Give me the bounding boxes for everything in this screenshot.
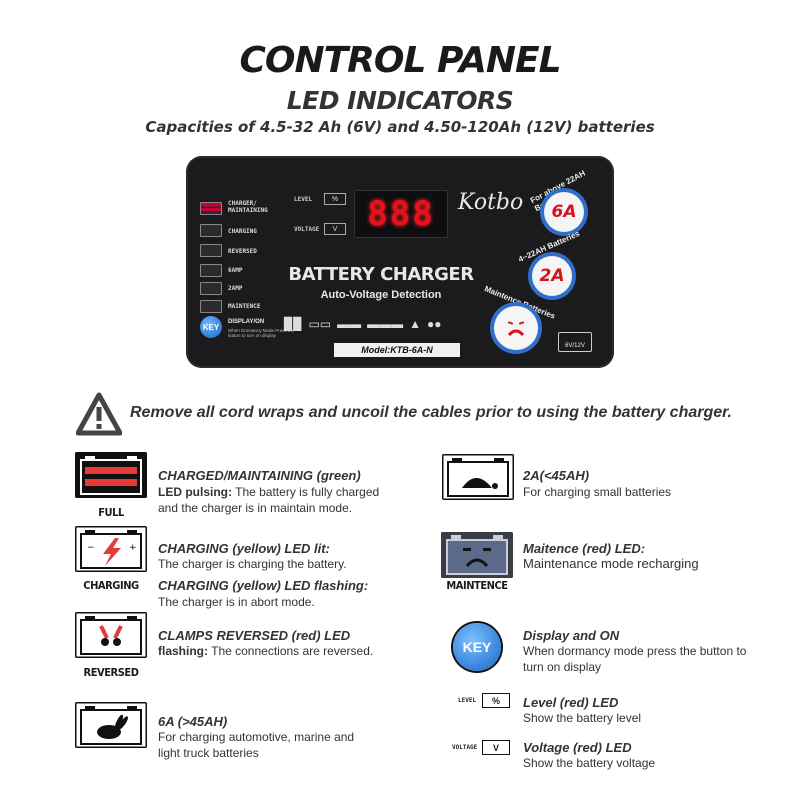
indicator-2amp-led bbox=[200, 282, 222, 295]
legend-2a-heading: 2A(<45AH) bbox=[523, 468, 590, 483]
level-icon: % bbox=[482, 693, 510, 708]
legend-6a-heading: 6A (>45AH) bbox=[158, 714, 228, 729]
capacity-note: Capacities of 4.5-32 Ah (6V) and 4.50-12… bbox=[145, 118, 655, 136]
voltage-indicator: V bbox=[324, 223, 346, 235]
indicator-6amp-led bbox=[200, 264, 222, 277]
sedan-icon: ▬▬ bbox=[337, 317, 362, 331]
indicator-6amp-label: 6AMP bbox=[228, 267, 243, 274]
reversed-caption: REVERSED bbox=[83, 666, 139, 679]
indicator-maintence-led bbox=[200, 300, 222, 313]
legend-6a-body: For charging automotive, marine and ligh… bbox=[158, 730, 355, 760]
svg-text:+: + bbox=[129, 543, 137, 553]
legend-full-body: LED pulsing: The battery is fully charge… bbox=[158, 485, 380, 515]
voltage-label: VOLTAGE bbox=[294, 226, 320, 233]
led-display: 888 bbox=[354, 190, 448, 238]
maintence-battery-icon bbox=[441, 532, 513, 578]
indicator-charged-label: CHARGER/ MAINTAINING bbox=[228, 200, 268, 214]
full-caption: FULL bbox=[98, 506, 124, 519]
battery-full-icon bbox=[75, 452, 147, 498]
motorcycle-icon: ●● bbox=[427, 317, 442, 331]
2a-button[interactable]: 2A bbox=[532, 256, 572, 296]
model-label: Model:KTB-6A-N bbox=[334, 343, 460, 357]
legend-reversed-body: flashing: The connections are reversed. bbox=[158, 644, 374, 658]
jetski-icon: ▲ bbox=[409, 317, 422, 331]
legend-maintence-heading: Maitence (red) LED: bbox=[523, 541, 646, 556]
legend-key-heading: Display and ON bbox=[523, 628, 620, 643]
level-label: LEVEL bbox=[294, 196, 313, 203]
legend-voltage-heading: Voltage (red) LED bbox=[523, 740, 632, 755]
turtle-icon bbox=[442, 454, 514, 500]
indicator-maintence-label: MAINTENCE bbox=[228, 303, 261, 310]
warning-text: Remove all cord wraps and uncoil the cab… bbox=[130, 404, 732, 421]
page-title: CONTROL PANEL bbox=[239, 40, 561, 81]
vehicle-icons: ▉▉ ▭▭ ▬▬ ▬▬▬ ▲ ●● bbox=[284, 316, 474, 332]
suv-icon: ▉▉ bbox=[284, 317, 303, 331]
panel-subheading: Auto-Voltage Detection bbox=[320, 289, 442, 301]
indicator-charging-led bbox=[200, 224, 222, 237]
battery-charging-icon: − + bbox=[75, 526, 147, 572]
legend-level-body: Show the battery level bbox=[523, 711, 642, 725]
charging-caption: CHARGING bbox=[83, 579, 139, 592]
battery-reversed-icon bbox=[75, 612, 147, 658]
warning-icon bbox=[76, 392, 122, 436]
indicator-reversed-led bbox=[200, 244, 222, 257]
legend-voltage-body: Show the battery voltage bbox=[523, 756, 656, 770]
legend-level-heading: Level (red) LED bbox=[523, 695, 619, 710]
indicator-reversed-label: REVERSED bbox=[228, 248, 257, 255]
page-subtitle: LED INDICATORS bbox=[286, 86, 514, 115]
legend-full-heading: CHARGED/MAINTAINING (green) bbox=[158, 468, 361, 483]
level-icon-label: LEVEL bbox=[458, 697, 477, 704]
panel-heading: BATTERY CHARGER bbox=[288, 264, 474, 285]
indicator-charged-led bbox=[200, 202, 222, 215]
boat-icon: ▬▬▬ bbox=[367, 317, 404, 331]
legend-2a-body: For charging small batteries bbox=[523, 485, 672, 499]
voltage-badge: 6V/12V bbox=[558, 332, 592, 352]
level-indicator: % bbox=[324, 193, 346, 205]
control-panel: CHARGER/ MAINTAINING CHARGING REVERSED 6… bbox=[186, 156, 614, 368]
voltage-icon-label: VOLTAGE bbox=[452, 744, 478, 751]
sad-face-icon bbox=[507, 321, 525, 337]
legend-key-body: When dormancy mode press the button to t… bbox=[523, 644, 747, 674]
key-button[interactable]: KEY bbox=[200, 316, 222, 338]
legend-reversed-heading: CLAMPS REVERSED (red) LED bbox=[158, 628, 351, 643]
key-icon: KEY bbox=[453, 623, 501, 671]
indicator-2amp-label: 2AMP bbox=[228, 285, 243, 292]
maintence-button[interactable] bbox=[494, 306, 538, 350]
voltage-icon: V bbox=[482, 740, 510, 755]
legend-maintence-body: Maintenance mode recharging bbox=[523, 556, 699, 571]
rabbit-icon bbox=[75, 702, 147, 748]
svg-text:−: − bbox=[87, 543, 95, 553]
indicator-charging-label: CHARGING bbox=[228, 228, 257, 235]
brand-logo: Kotbo bbox=[458, 190, 524, 215]
display-on-label: DISPLAY/ON bbox=[228, 319, 265, 325]
car-icon: ▭▭ bbox=[308, 317, 332, 331]
legend-charging-flash-body: The charger is in abort mode. bbox=[158, 595, 315, 609]
display-on-hint: When Dormancy Mode Press the button to t… bbox=[228, 328, 295, 338]
legend-charging-flash-heading: CHARGING (yellow) LED flashing: bbox=[158, 578, 369, 593]
legend-charging-heading: CHARGING (yellow) LED lit: bbox=[158, 541, 330, 556]
6a-button[interactable]: 6A bbox=[544, 192, 584, 232]
legend-charging-body: The charger is charging the battery. bbox=[158, 557, 347, 571]
maintence-caption: MAINTENCE bbox=[446, 579, 508, 592]
